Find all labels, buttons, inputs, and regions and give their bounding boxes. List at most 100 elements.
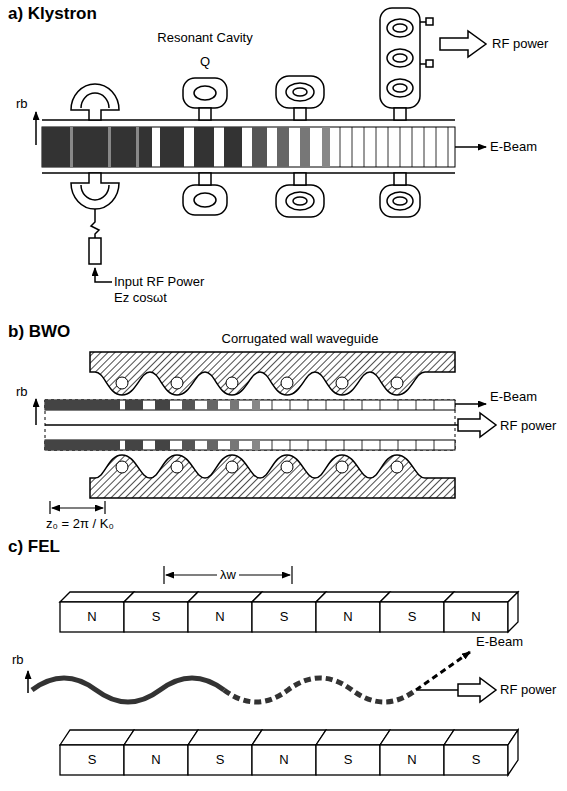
annular-beam bbox=[434, 400, 435, 410]
corrugation-loop bbox=[116, 377, 128, 389]
annular-beam bbox=[272, 400, 273, 410]
wiggler-magnet bbox=[380, 745, 444, 775]
wiggler-magnet bbox=[60, 592, 134, 602]
resonant-cavity bbox=[286, 83, 314, 101]
annular-beam bbox=[398, 440, 399, 450]
part-name: Corrugated wall waveguide bbox=[222, 331, 379, 346]
wiggler-magnet bbox=[508, 592, 518, 632]
panel-title: b) BWO bbox=[8, 322, 70, 342]
annular-beam bbox=[252, 400, 260, 410]
wiggler-magnet bbox=[188, 592, 262, 602]
klystron-tube bbox=[42, 120, 455, 173]
axis-and-arrows bbox=[35, 399, 37, 425]
wiggler-magnet bbox=[188, 745, 252, 775]
magnet-pole: N bbox=[87, 609, 96, 624]
wiggler-magnet bbox=[124, 730, 198, 745]
resonant-cavity bbox=[420, 63, 426, 65]
fel-arrows bbox=[458, 678, 496, 702]
rf-output-arrow bbox=[440, 31, 486, 57]
corrugated-wall bbox=[90, 455, 455, 498]
resonant-cavity bbox=[393, 197, 407, 205]
resonant-cavity bbox=[393, 24, 407, 32]
resonant-cavity bbox=[194, 86, 216, 100]
annular-beam bbox=[182, 400, 195, 410]
resonant-cavity bbox=[276, 76, 324, 108]
resonant-cavity bbox=[387, 79, 413, 97]
annular-beam bbox=[326, 400, 327, 410]
electron-bunches bbox=[322, 127, 330, 167]
beam-radius: rb bbox=[12, 652, 24, 667]
annular-beam bbox=[207, 440, 218, 450]
annular-beam bbox=[125, 440, 143, 450]
wiggler-magnet bbox=[188, 602, 252, 632]
annular-beam bbox=[380, 440, 381, 450]
input-label: Input RF Power bbox=[114, 274, 204, 289]
magnet-pole: S bbox=[280, 609, 289, 624]
corrugation-loop bbox=[281, 461, 293, 473]
beam-label: E-Beam bbox=[490, 389, 537, 404]
wiggler-magnet bbox=[60, 730, 134, 745]
beam-slices bbox=[352, 127, 353, 167]
magnet-pole: N bbox=[343, 609, 352, 624]
fel-arrows bbox=[27, 671, 29, 693]
quality-factor: Q bbox=[200, 54, 210, 69]
resonant-cavity bbox=[183, 78, 227, 108]
annular-beam bbox=[272, 440, 273, 450]
electron-bunches bbox=[136, 127, 139, 167]
corrugation-loop bbox=[281, 377, 293, 389]
beam-radius: rb bbox=[16, 384, 28, 399]
wiggler-period: λw bbox=[217, 567, 239, 582]
output-label: RF power bbox=[492, 36, 548, 51]
annular-beam bbox=[416, 400, 417, 410]
part-name: Resonant Cavity bbox=[157, 30, 252, 45]
period-dimension bbox=[104, 501, 105, 514]
corrugation-loop bbox=[391, 461, 403, 473]
beam-label: E-Beam bbox=[490, 139, 537, 154]
wiggler-magnet bbox=[316, 745, 380, 775]
magnet-pole: N bbox=[215, 609, 224, 624]
rf-output-arrow bbox=[440, 31, 486, 57]
corrugation-loop bbox=[336, 461, 348, 473]
input-coupler bbox=[95, 268, 112, 282]
beam-label: E-Beam bbox=[476, 634, 523, 649]
wiggler-magnet bbox=[380, 592, 454, 602]
annular-beam bbox=[45, 440, 120, 450]
resonant-cavity bbox=[286, 192, 314, 210]
input-coupler bbox=[91, 209, 99, 238]
beam-slices bbox=[376, 127, 377, 167]
electron-bunches bbox=[194, 127, 214, 167]
resonant-cavity bbox=[420, 21, 426, 23]
resonant-cavity bbox=[293, 197, 307, 205]
wiggler-magnet bbox=[60, 602, 124, 632]
electron-bunches bbox=[160, 127, 184, 167]
annular-beam bbox=[207, 400, 218, 410]
magnet-pole: S bbox=[472, 752, 481, 767]
magnet-pole: N bbox=[407, 752, 416, 767]
beam-slices bbox=[448, 127, 449, 167]
klystron-tube bbox=[42, 172, 455, 174]
beam-arrow bbox=[36, 112, 486, 147]
annular-beam bbox=[344, 440, 345, 450]
magnet-pole: N bbox=[279, 752, 288, 767]
beam-slices bbox=[400, 127, 401, 167]
annular-beam bbox=[416, 440, 417, 450]
annular-beam bbox=[252, 440, 260, 450]
resonant-cavity bbox=[294, 108, 306, 120]
wiggler-magnet bbox=[124, 745, 188, 775]
corrugation-loop bbox=[336, 377, 348, 389]
axis-and-arrows bbox=[36, 399, 496, 437]
beam-slices bbox=[340, 127, 341, 167]
annular-beam bbox=[230, 400, 239, 410]
klystron-tube bbox=[42, 119, 455, 121]
input-coupler bbox=[89, 209, 112, 282]
klystron-tube bbox=[42, 127, 455, 167]
wiggling-beam bbox=[32, 678, 224, 702]
wiggler-magnet bbox=[380, 602, 444, 632]
panel-title: a) Klystron bbox=[8, 4, 97, 24]
input-field: Ez cosωt bbox=[114, 290, 167, 305]
resonant-cavity bbox=[71, 173, 119, 209]
wiggler-magnet bbox=[316, 602, 380, 632]
magnet-pole: N bbox=[471, 609, 480, 624]
